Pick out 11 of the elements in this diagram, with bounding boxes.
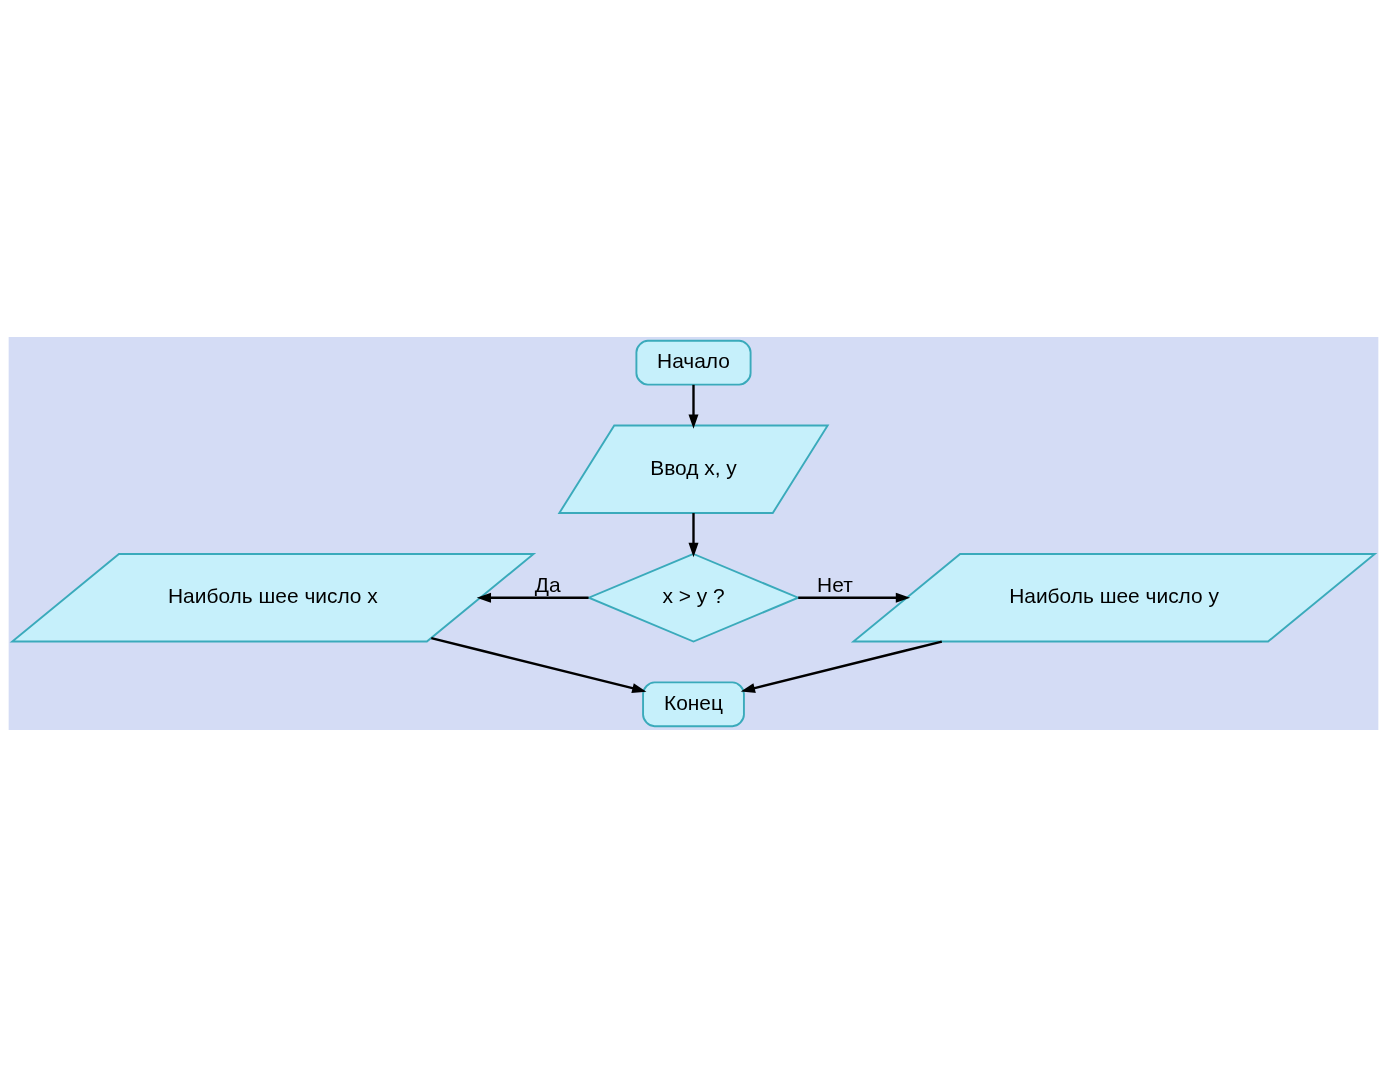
arrow [688, 384, 699, 429]
edge-label: Нет [817, 572, 853, 596]
arrow [740, 640, 943, 693]
edge-label: Да [534, 572, 561, 596]
arrow [476, 592, 589, 603]
node-box: Конец [642, 681, 745, 728]
node-box: Начало [635, 339, 752, 386]
arrow [798, 592, 911, 603]
arrow [431, 636, 647, 694]
arrow [688, 513, 699, 558]
node-diamond: x > y ? [586, 552, 801, 643]
